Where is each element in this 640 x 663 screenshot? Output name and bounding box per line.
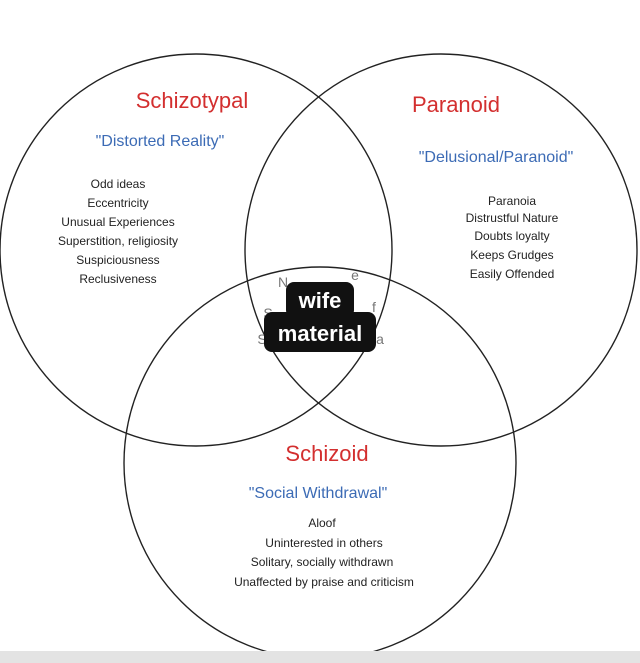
sticker-background-bottom — [264, 312, 376, 352]
schizoid-trait: Unaffected by praise and criticism — [234, 575, 414, 589]
paranoid-trait: Paranoia — [488, 194, 536, 208]
schizotypal-title: Schizotypal — [136, 88, 249, 113]
schizoid-trait: Uninterested in others — [265, 536, 382, 550]
schizotypal-trait: Eccentricity — [87, 196, 148, 210]
paranoid-title: Paranoid — [412, 92, 500, 117]
schizoid-subtitle: "Social Withdrawal" — [249, 485, 388, 502]
schizoid-trait: Solitary, socially withdrawn — [251, 555, 394, 569]
schizotypal-trait: Superstition, religiosity — [58, 234, 178, 248]
center-fragment: e — [351, 267, 359, 283]
schizoid-trait: Aloof — [308, 516, 336, 530]
schizotypal-circle — [0, 53, 393, 447]
paranoid-trait: Keeps Grudges — [470, 248, 553, 262]
schizoid-title: Schizoid — [285, 441, 368, 466]
sticker-background-top — [286, 282, 354, 318]
sticker-line-2: material — [278, 321, 362, 346]
paranoid-trait: Doubts loyalty — [474, 229, 549, 243]
center-fragment: S — [257, 331, 266, 347]
wife-material-sticker: wife material — [264, 282, 376, 352]
center-fragment: f — [372, 299, 376, 315]
schizotypal-subtitle: "Distorted Reality" — [96, 133, 225, 150]
paranoid-trait: Easily Offended — [470, 267, 555, 281]
center-fragment: N — [278, 274, 288, 290]
schizotypal-trait: Reclusiveness — [79, 272, 156, 286]
bottom-bar — [0, 651, 640, 663]
schizotypal-trait: Suspiciousness — [76, 253, 159, 267]
paranoid-trait: Distrustful Nature — [466, 211, 559, 225]
schizotypal-trait: Odd ideas — [91, 177, 146, 191]
schizotypal-trait: Unusual Experiences — [61, 215, 174, 229]
center-fragment: S — [263, 305, 272, 321]
paranoid-subtitle: "Delusional/Paranoid" — [419, 149, 574, 166]
center-fragment: a — [376, 331, 384, 347]
paranoid-circle — [244, 53, 638, 447]
sticker-line-1: wife — [298, 288, 342, 313]
